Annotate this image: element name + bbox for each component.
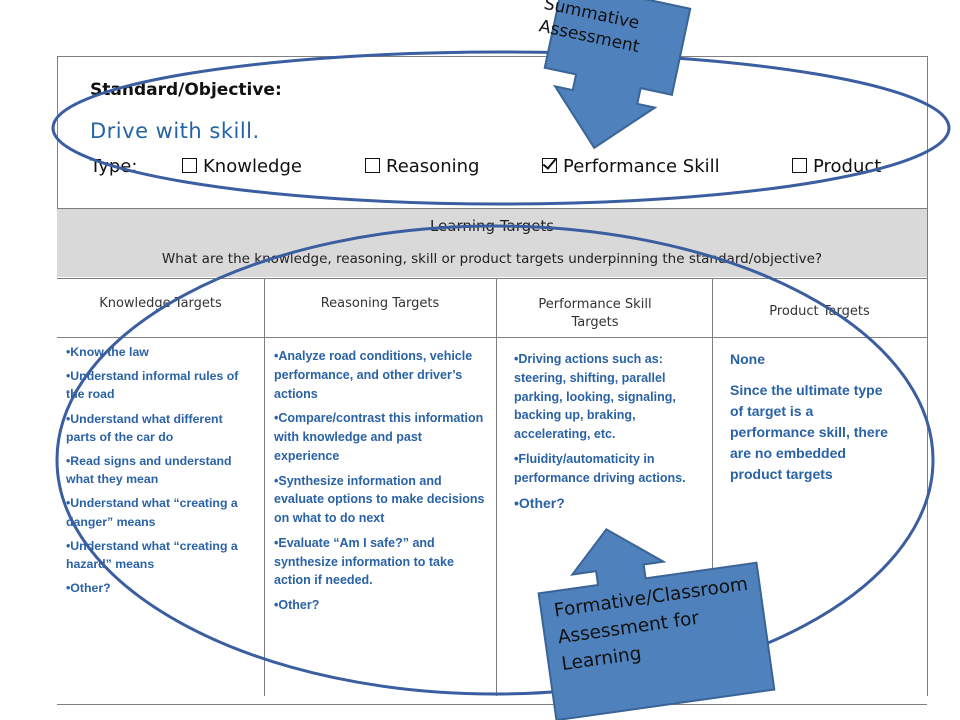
learning-targets-question: What are the knowledge, reasoning, skill… — [161, 251, 823, 267]
list-item: •Driving actions such as: steering, shif… — [514, 352, 676, 441]
column-header-performance-skill: Performance Skill Targets — [538, 297, 652, 331]
list-item: •Analyze road conditions, vehicle perfor… — [274, 349, 473, 401]
list-item: •Compare/contrast this information with … — [274, 411, 484, 463]
summative-assessment-callout: Summative Assessment — [520, 0, 710, 160]
type-option-knowledge[interactable]: Knowledge — [182, 156, 302, 177]
reasoning-targets-list: •Analyze road conditions, vehicle perfor… — [274, 347, 490, 621]
knowledge-targets-list: •Know the law •Understand informal rules… — [66, 343, 242, 603]
list-item: •Evaluate “Am I safe?” and synthesize in… — [274, 535, 454, 588]
list-item: •Understand what different parts of the … — [66, 411, 223, 444]
bottom-border — [57, 704, 927, 705]
learning-targets-band — [57, 209, 927, 277]
up-arrow-callout-shape — [537, 528, 776, 720]
product-targets-list: None Since the ultimate type of target i… — [730, 349, 895, 495]
formative-assessment-callout: Formative/Classroom Assessment for Learn… — [535, 505, 785, 720]
down-arrow-callout-shape — [543, 0, 692, 150]
column-header-knowledge: Knowledge Targets — [99, 296, 222, 311]
checkbox-icon — [182, 158, 197, 173]
checkbox-icon — [365, 158, 380, 173]
summative-scope-ellipse — [51, 50, 951, 206]
formative-scope-ellipse — [55, 224, 935, 696]
list-item: None — [730, 351, 765, 367]
column-header-reasoning: Reasoning Targets — [320, 296, 440, 311]
header-row-divider — [57, 337, 927, 338]
list-item: •Read signs and understand what they mea… — [66, 453, 232, 487]
top-border — [57, 56, 927, 57]
list-item: •Synthesize information and evaluate opt… — [274, 473, 485, 526]
column-header-product: Product Targets — [769, 304, 870, 319]
divider-above-targets — [57, 208, 927, 209]
list-item: •Other? — [514, 495, 565, 512]
divider-below-band — [57, 278, 927, 279]
list-item: •Understand what “creating a danger” mea… — [66, 496, 238, 529]
checkbox-icon — [792, 158, 807, 173]
left-border-top — [57, 56, 58, 277]
column-divider-1 — [264, 278, 265, 696]
list-item: Since the ultimate type of target is a p… — [730, 382, 888, 482]
column-divider-2 — [496, 278, 497, 696]
list-item: •Other? — [66, 581, 111, 596]
right-border — [927, 56, 928, 696]
objective-title: Drive with skill. — [90, 119, 260, 143]
list-item: •Understand what “creating a hazard” mea… — [66, 538, 238, 571]
checked-checkbox-icon — [542, 158, 557, 173]
standard-objective-label: Standard/Objective: — [90, 80, 282, 100]
type-option-reasoning[interactable]: Reasoning — [365, 156, 479, 177]
type-option-performance-skill[interactable]: Performance Skill — [542, 156, 720, 177]
list-item: •Other? — [274, 598, 320, 612]
list-item: •Fluidity/automaticity in performance dr… — [514, 451, 686, 485]
performance-skill-targets-list: •Driving actions such as: steering, shif… — [514, 350, 692, 520]
column-divider-3 — [712, 278, 713, 696]
